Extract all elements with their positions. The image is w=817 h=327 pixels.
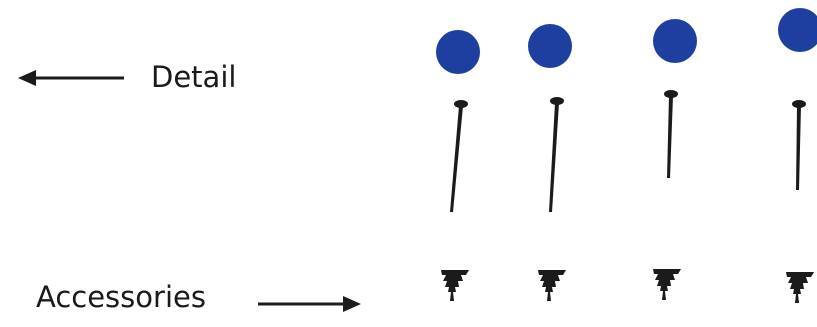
wall-anchor-icon — [653, 269, 681, 300]
blue-cap-icon — [778, 8, 817, 52]
wall-anchor-icon — [786, 272, 814, 303]
screw-icon — [549, 97, 564, 212]
detail-label: Detail — [151, 60, 237, 94]
screw-icon — [664, 90, 678, 178]
screw-icon — [792, 100, 806, 190]
blue-cap-icon — [436, 30, 480, 74]
blue-cap-icon — [528, 24, 572, 68]
arrow-left-icon — [18, 70, 124, 86]
wall-anchor-icon — [538, 270, 566, 301]
accessories-label: Accessories — [36, 280, 206, 314]
wall-anchor-icon — [441, 270, 469, 301]
arrow-right-icon — [258, 296, 361, 312]
screw-icon — [450, 100, 468, 212]
blue-cap-icon — [653, 19, 697, 63]
